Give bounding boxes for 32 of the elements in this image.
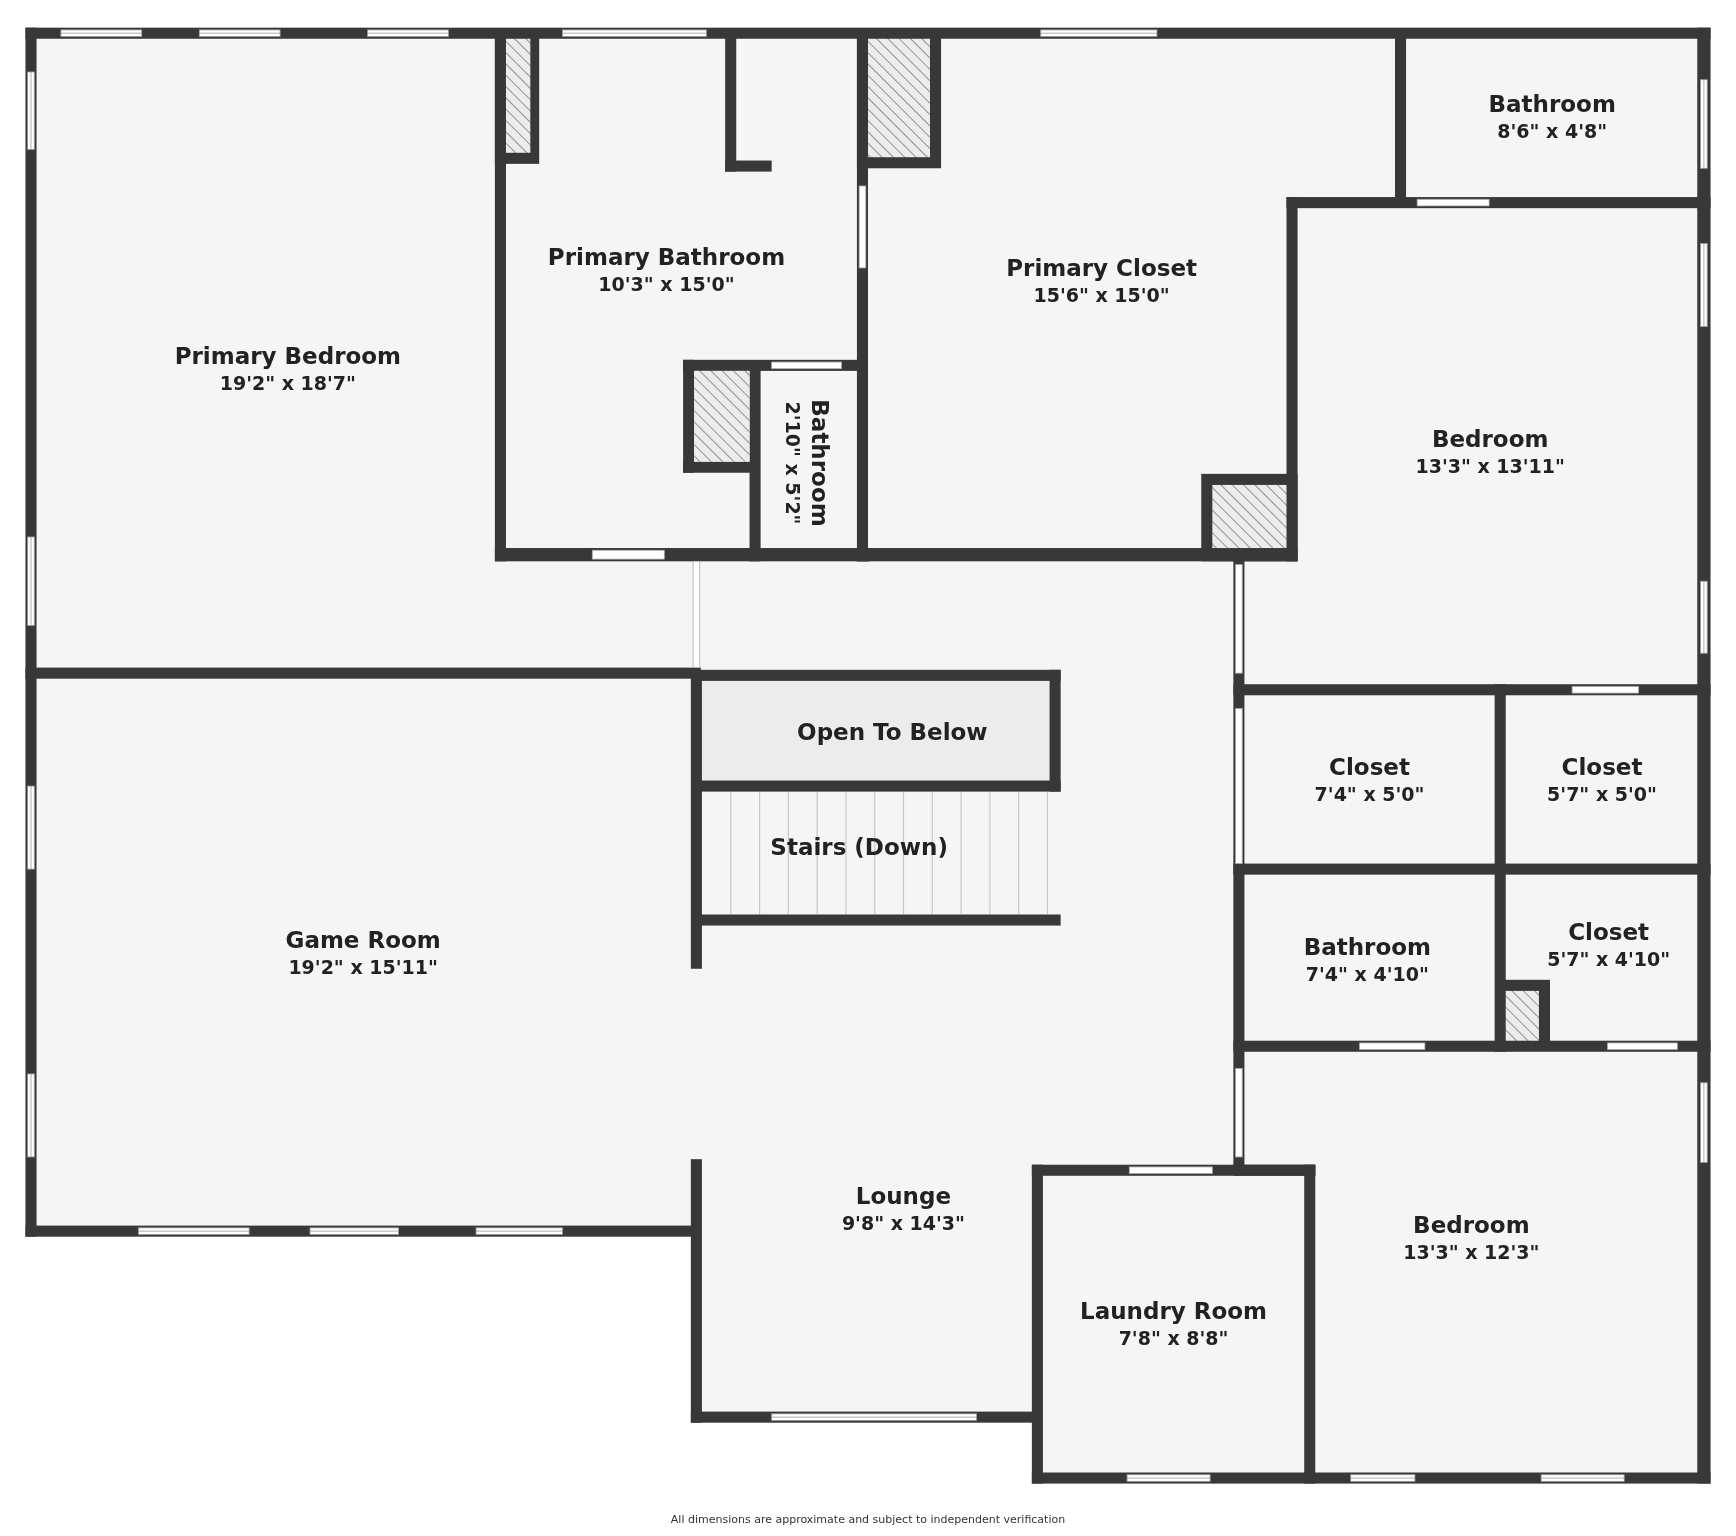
room-dimensions: 19'2" x 18'7" bbox=[219, 370, 356, 395]
room-dimensions: 5'7" x 5'0" bbox=[1547, 782, 1657, 807]
room-name: Bedroom bbox=[1431, 424, 1549, 454]
room-dimensions: 8'6" x 4'8" bbox=[1497, 119, 1608, 144]
room-name: Primary Closet bbox=[1006, 254, 1197, 284]
room-dimensions: 13'3" x 12'3" bbox=[1403, 1239, 1540, 1264]
room-dimensions: 2'10" x 5'2" bbox=[781, 401, 806, 525]
room-dimensions: 5'7" x 4'10" bbox=[1547, 947, 1671, 972]
room-dimensions: 15'6" x 15'0" bbox=[1033, 283, 1170, 308]
room-dimensions: 13'3" x 13'11" bbox=[1415, 453, 1565, 478]
room-dimensions: 9'8" x 14'3" bbox=[841, 1210, 965, 1235]
room-name: Closet bbox=[1561, 753, 1643, 783]
room-name: Lounge bbox=[855, 1181, 952, 1211]
room-name: Bathroom bbox=[806, 399, 835, 527]
caption-text: All dimensions are approximate and subject to independent verification bbox=[670, 1512, 1066, 1529]
room-dimensions: 10'3" x 15'0" bbox=[598, 272, 735, 296]
room-name: Closet bbox=[1329, 753, 1410, 783]
room-name: Open To Below bbox=[797, 717, 988, 747]
room-dimensions: 7'4" x 5'0" bbox=[1314, 782, 1425, 807]
room-area bbox=[701, 680, 1050, 781]
room-name: Game Room bbox=[285, 926, 441, 956]
room-name: Bedroom bbox=[1413, 1210, 1530, 1240]
room-name: Bathroom bbox=[1488, 90, 1616, 120]
room-name: Bathroom bbox=[1303, 932, 1431, 962]
room-dimensions: 7'8" x 8'8" bbox=[1118, 1326, 1229, 1351]
room-dimensions: 7'4" x 4'10" bbox=[1305, 961, 1429, 986]
room-name: Laundry Room bbox=[1080, 1297, 1268, 1327]
room-name: Closet bbox=[1568, 918, 1650, 948]
room-name: Primary Bedroom bbox=[174, 341, 402, 371]
room-name: Primary Bathroom bbox=[547, 243, 786, 272]
room-dimensions: 19'2" x 15'11" bbox=[288, 955, 438, 980]
room-name: Stairs (Down) bbox=[770, 832, 948, 862]
